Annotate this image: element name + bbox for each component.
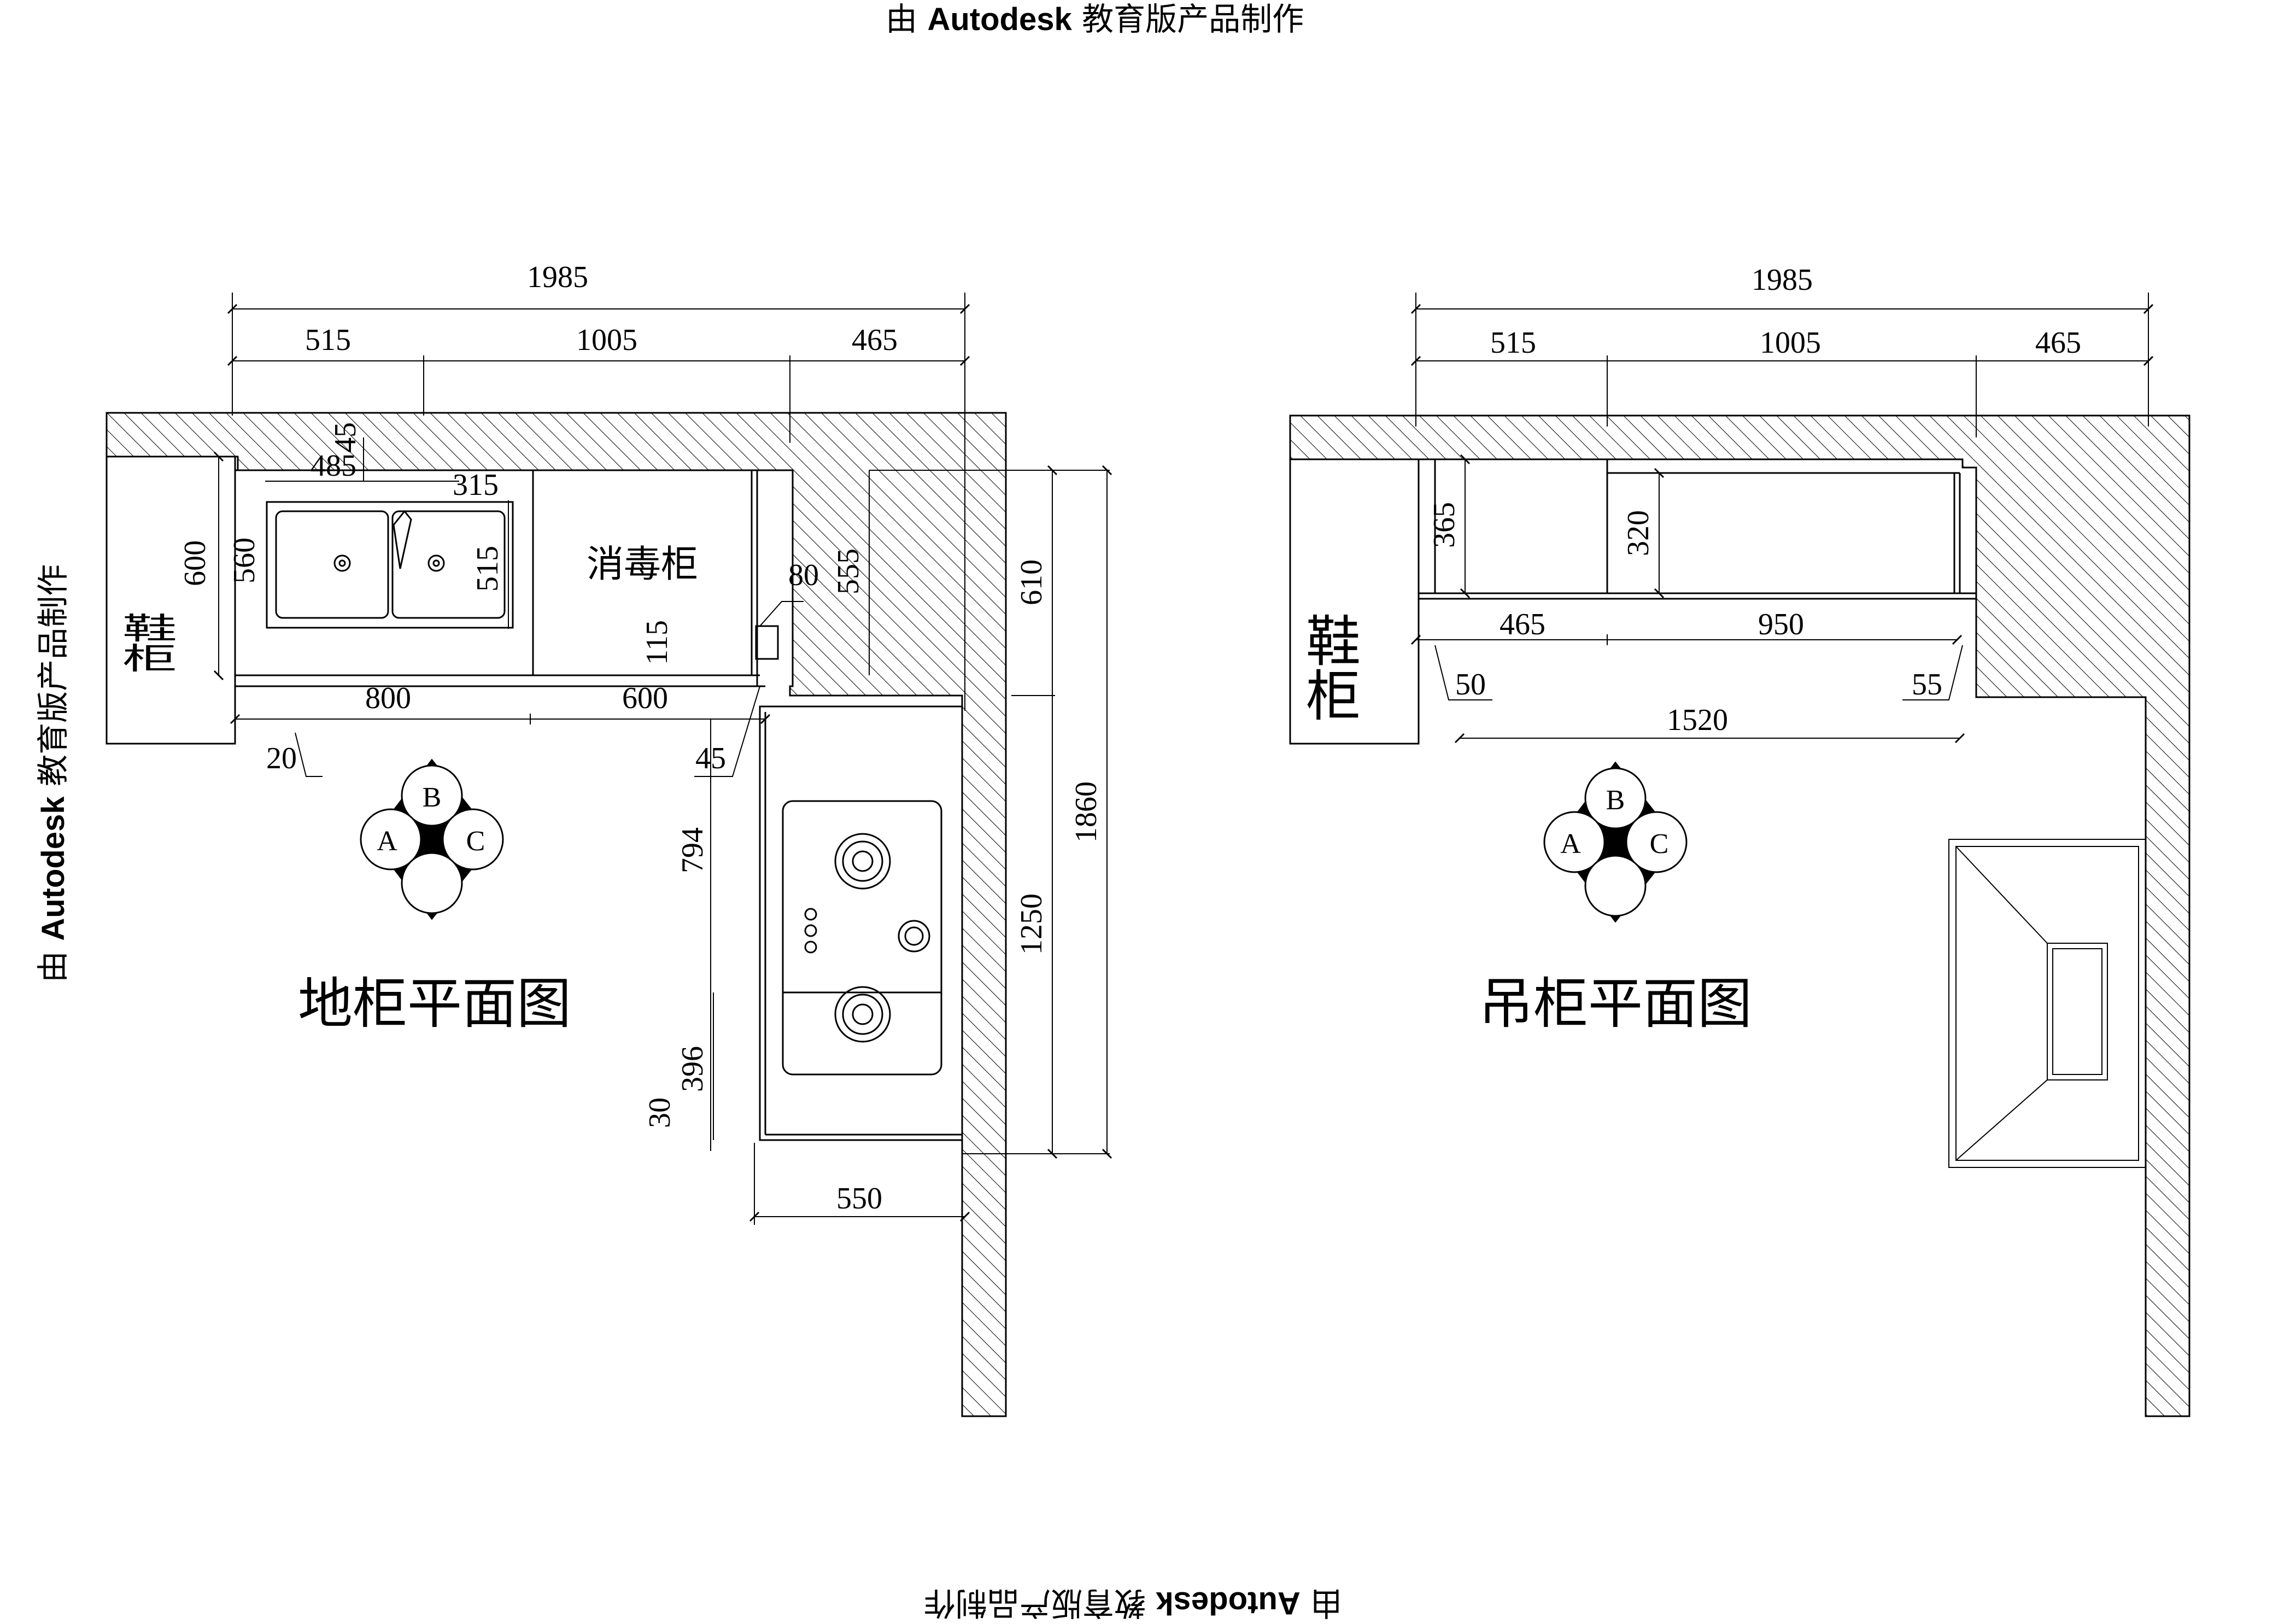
dim-sink-depth: 515 [471,546,505,592]
compass-right [1543,761,1688,923]
shoe-cabinet-label-1: 鞋柜 [113,612,177,673]
shoe-cabinet [106,455,236,745]
wall-cabinet-plan [1289,293,2190,1417]
dim-sink-right: 315 [453,468,499,502]
dim-notch-w: 80 [788,558,819,592]
sink [266,501,514,629]
dim-top-mid-left: 1005 [576,323,637,357]
wall-top [106,412,1007,1417]
dim-right-upper: 610 [1015,559,1049,605]
compass-c-left: C [466,826,485,857]
compass-b-left: B [423,782,442,813]
floor-cabinet-plan [106,293,1112,1417]
dim-cab-mid-depth: 320 [1621,510,1655,556]
dim-cab-depth: 560 [227,538,261,583]
dim-gap-right-right: 55 [1912,668,1942,702]
dim-sink-offset: 45 [329,422,362,453]
dim-total-right: 1985 [1752,263,1813,297]
dim-top-right-left: 465 [852,323,898,357]
compass-b-right: B [1606,785,1625,816]
shoe-cabinet-right [1289,458,1420,745]
dim-counter-left: 800 [365,681,411,715]
dim-sink-width: 485 [311,449,356,483]
floor-plan-title: 地柜平面图 [298,972,571,1036]
dim-bottom-mid: 950 [1758,607,1804,641]
range-hood [1948,839,2146,1168]
dim-total-left: 1985 [527,260,588,294]
dim-notch-h: 555 [831,548,865,594]
dim-gap-left: 20 [266,741,297,775]
watermark-top: 由 Autodesk 教育版产品制作 [886,1,1304,38]
shoe-cabinet-label-right: 鞋柜 [1297,612,1361,722]
dim-stove-lower: 396 [676,1046,710,1092]
dim-cab-left-depth: 365 [1427,502,1461,548]
wall-top-right [1289,414,2190,1417]
compass-a-left: A [377,826,397,857]
stove-cabinet [759,705,963,1141]
dim-right-lower: 1250 [1015,893,1049,955]
compass-a-right: A [1560,828,1581,860]
dim-corner-gap: 45 [695,741,726,775]
dim-top-left-left: 515 [305,323,351,357]
steriliser-label: 消毒柜 [587,543,698,586]
dim-stove-upper: 794 [676,827,710,873]
compass-c-right: C [1650,828,1669,860]
dim-right-total: 1860 [1069,781,1103,843]
dim-top-mid-right: 1005 [1760,326,1821,360]
dim-stove-depth: 550 [836,1182,882,1216]
dim-top-left-right: 515 [1490,326,1536,360]
gas-hob [782,800,942,1076]
dim-gap-left-right: 50 [1455,668,1486,702]
dim-left-depth: 600 [178,540,212,586]
wall-plan-title: 吊柜平面图 [1479,972,1752,1036]
compass-left [360,758,504,920]
dim-notch-small: 115 [640,620,674,665]
dim-stove-gap: 30 [643,1097,677,1128]
dim-counter-right: 600 [622,681,668,715]
dim-top-right-right: 465 [2035,326,2081,360]
dim-bottom-left: 465 [1500,607,1545,641]
dim-overall-right: 1520 [1667,703,1728,737]
